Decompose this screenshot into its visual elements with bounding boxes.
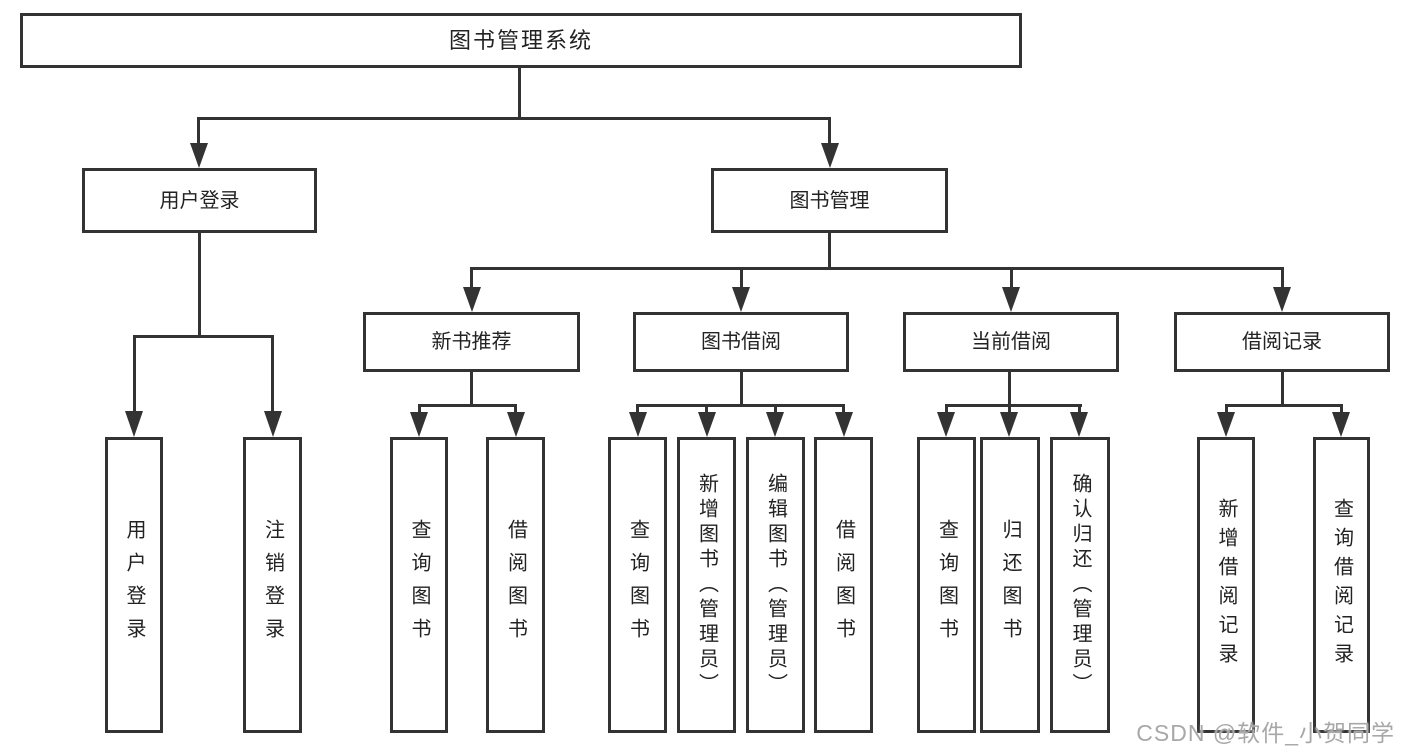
node-leaf-query-books-current: 查询图书 [917,437,976,733]
connector-line [705,404,708,416]
node-label: 当前借阅 [971,331,1051,353]
node-label: 注销登录 [261,519,284,651]
node-label: 图书管理 [789,189,870,212]
node-user-login-group: 用户登录 [82,168,317,233]
node-label: 用户登录 [123,519,145,651]
connector-line [470,372,473,407]
connector-line [636,404,639,416]
arrowhead-icon [1332,412,1350,437]
node-label: 借阅图书 [832,519,855,651]
node-label: 新书推荐 [431,331,512,353]
node-book-borrowing: 图书借阅 [633,312,849,372]
node-label: 编辑图书（管理员） [764,472,787,698]
node-label: 借阅记录 [1242,331,1322,353]
node-label: 查询图书 [626,519,649,651]
node-leaf-add-borrow-record: 新增借阅记录 [1197,437,1255,733]
connector-line [1078,404,1081,416]
node-leaf-add-books-admin: 新增图书（管理员） [677,437,736,733]
node-book-management: 图书管理 [711,168,948,233]
connector-line [1281,267,1284,291]
connector-line [945,404,948,416]
node-leaf-user-login: 用户登录 [105,437,163,733]
connector-line [133,335,274,338]
connector-line [418,404,517,407]
arrowhead-icon [1070,412,1088,437]
arrowhead-icon [937,412,955,437]
node-leaf-query-books-borrowing: 查询图书 [608,437,667,733]
arrowhead-icon [1273,287,1291,312]
arrowhead-icon [507,412,525,437]
node-label: 图书管理系统 [448,27,593,53]
connector-line [514,404,517,416]
arrowhead-icon [125,411,143,437]
node-label: 用户登录 [159,189,240,212]
connector-line [418,404,421,416]
node-leaf-borrow-books-recommend: 借阅图书 [486,437,545,733]
node-label: 归还图书 [999,519,1021,651]
connector-line [1008,372,1011,407]
connector-line [470,267,1284,270]
node-label: 确认归还（管理员） [1069,472,1091,698]
arrowhead-icon [835,412,853,437]
arrowhead-icon [766,412,784,437]
arrowhead-icon [463,287,481,312]
arrowhead-icon [821,143,839,168]
node-leaf-edit-books-admin: 编辑图书（管理员） [746,437,805,733]
arrowhead-icon [629,412,647,437]
connector-line [774,404,777,416]
arrowhead-icon [1217,412,1235,437]
connector-line [271,335,274,415]
arrowhead-icon [410,412,428,437]
connector-line [828,117,831,147]
csdn-watermark: CSDN @软件_小贺同学 [1136,720,1395,746]
connector-line [1225,404,1228,416]
connector-line [133,335,136,415]
connector-line [1010,267,1013,291]
node-label: 查询图书 [935,519,958,651]
node-label: 查询图书 [408,519,430,651]
arrowhead-icon [1002,287,1020,312]
connector-line [740,372,743,407]
node-label: 图书借阅 [701,331,781,353]
connector-line [1281,372,1284,407]
node-leaf-confirm-return-admin: 确认归还（管理员） [1050,437,1110,733]
node-leaf-query-borrow-record: 查询借阅记录 [1313,437,1370,733]
node-leaf-query-books-recommend: 查询图书 [390,437,448,733]
node-label: 查询借阅记录 [1330,498,1353,672]
arrowhead-icon [1000,412,1018,437]
node-label: 新增图书（管理员） [695,472,718,698]
connector-line [1340,404,1343,416]
connector-line [945,404,1082,407]
connector-line [740,267,743,291]
connector-line [842,404,845,416]
node-current-borrowing: 当前借阅 [903,312,1119,372]
node-leaf-logout: 注销登录 [243,437,302,733]
connector-line [197,117,200,147]
connector-line [828,233,831,270]
node-label: 新增借阅记录 [1215,498,1237,672]
connector-line [197,117,831,120]
connector-line [518,68,521,118]
node-leaf-borrow-books: 借阅图书 [814,437,873,733]
node-library-management-system: 图书管理系统 [20,13,1022,68]
node-new-book-recommendation: 新书推荐 [363,312,580,372]
connector-line [1225,404,1343,407]
arrowhead-icon [698,412,716,437]
arrowhead-icon [190,143,208,168]
connector-line [470,267,473,291]
node-leaf-return-books: 归还图书 [980,437,1040,733]
connector-line [198,233,201,337]
node-borrowing-records: 借阅记录 [1174,312,1390,372]
connector-line [636,404,845,407]
connector-line [1008,404,1011,416]
node-label: 借阅图书 [504,519,527,651]
arrowhead-icon [732,287,750,312]
arrowhead-icon [264,411,282,437]
